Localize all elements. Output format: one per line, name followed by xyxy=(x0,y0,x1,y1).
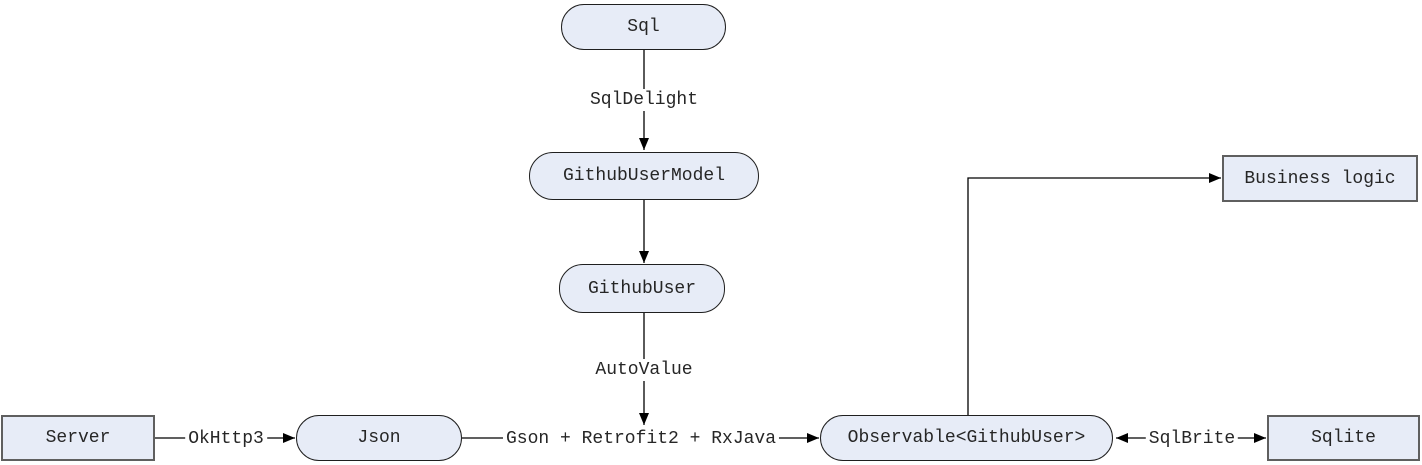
node-observable-github-user: Observable<GithubUser> xyxy=(820,415,1113,461)
node-github-user: GithubUser xyxy=(559,264,725,313)
edge-label-autovalue: AutoValue xyxy=(592,359,696,381)
edge-label-gson-retrofit2-rxjava: Gson + Retrofit2 + RxJava xyxy=(502,428,780,450)
node-sqlite: Sqlite xyxy=(1267,415,1420,461)
edge-observable-to-businesslogic xyxy=(967,173,1221,415)
node-github-user-model: GithubUserModel xyxy=(529,152,759,200)
node-sql: Sql xyxy=(561,4,726,50)
edge-label-okhttp3: OkHttp3 xyxy=(185,428,267,450)
edge-label-sqlbrite: SqlBrite xyxy=(1145,428,1239,450)
node-json: Json xyxy=(296,415,462,461)
node-server: Server xyxy=(1,415,155,461)
node-business-logic: Business logic xyxy=(1222,155,1418,202)
edge-label-sqldelight: SqlDelight xyxy=(586,89,702,111)
